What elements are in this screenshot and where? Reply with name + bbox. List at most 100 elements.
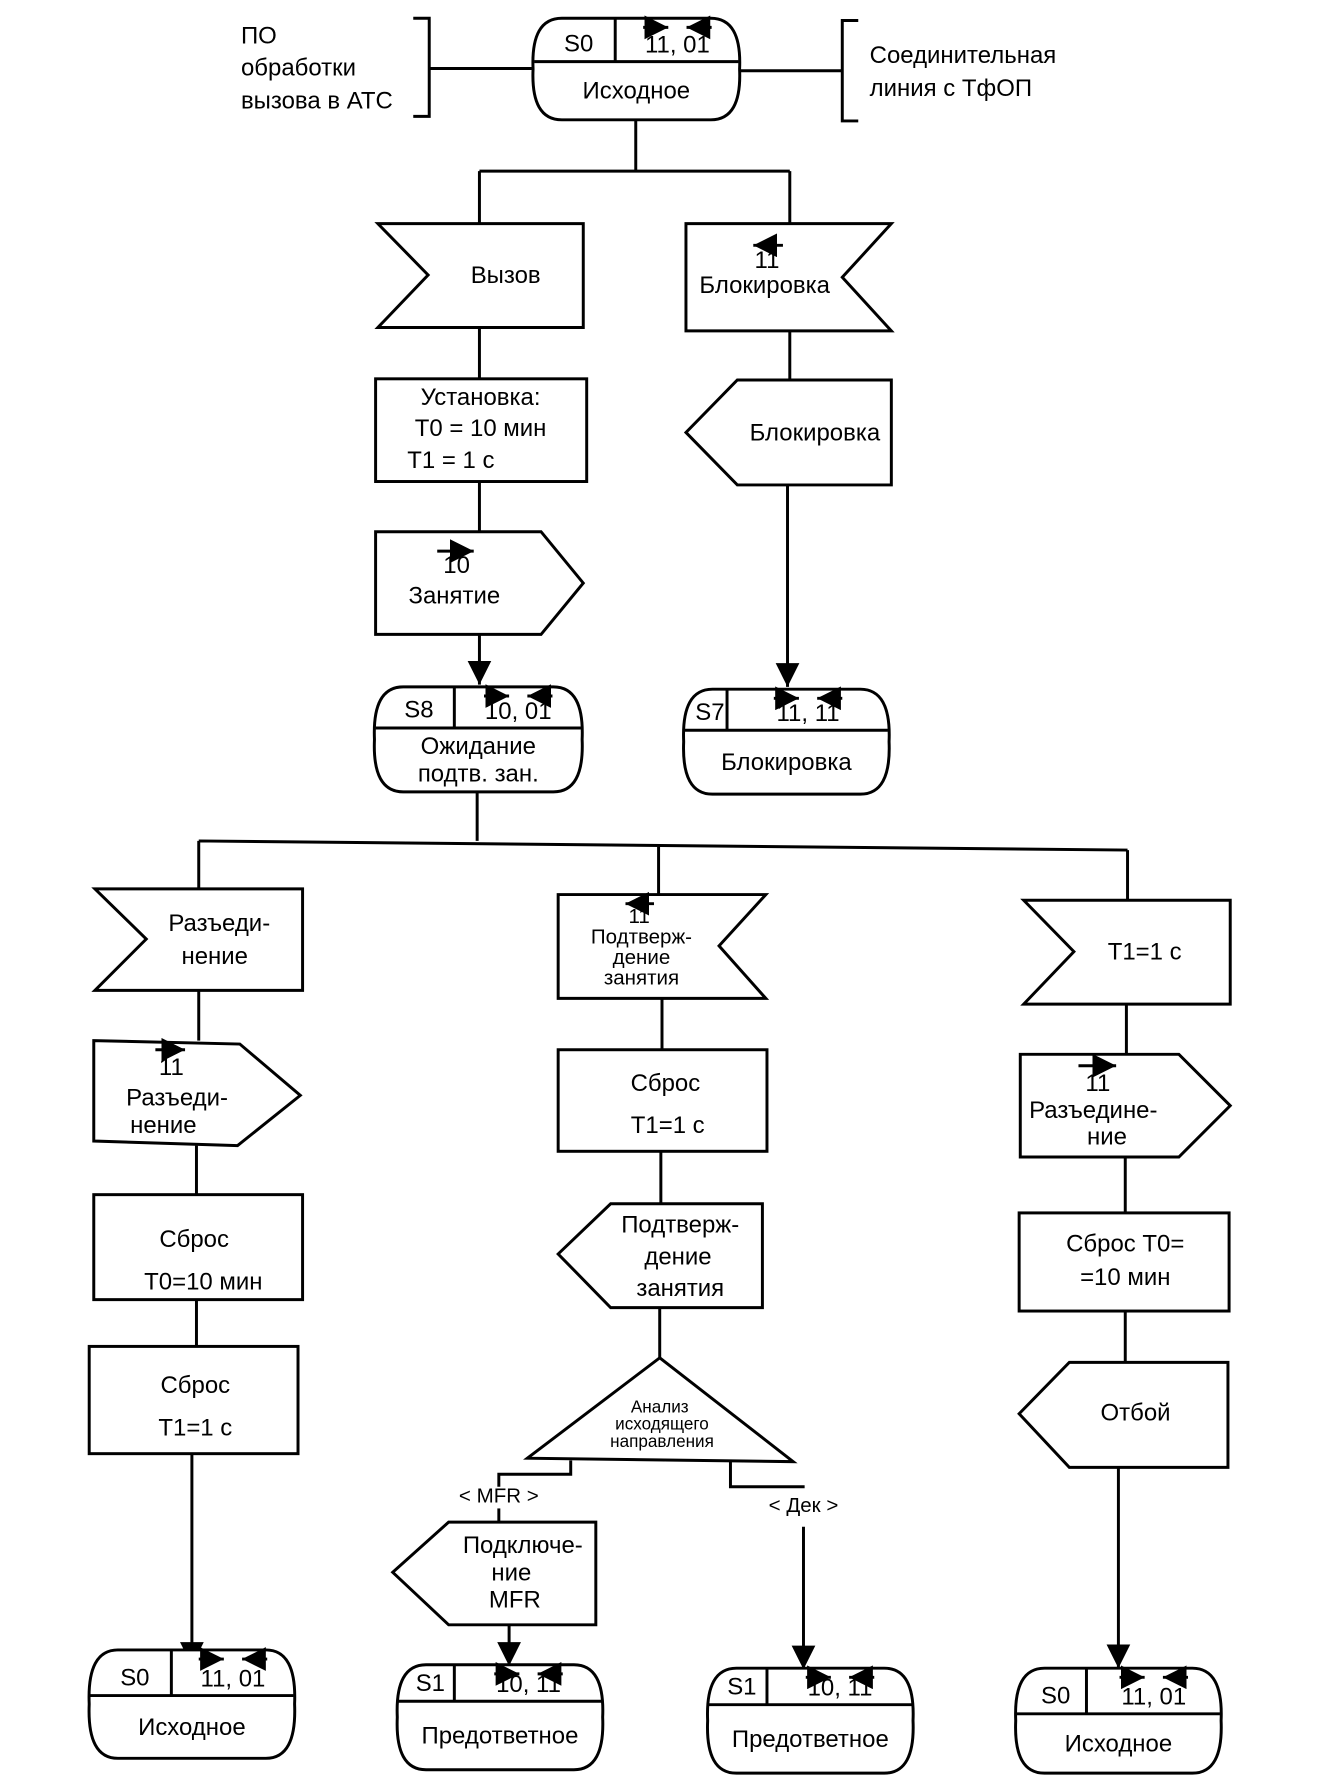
signal-code: 11: [1085, 1070, 1110, 1097]
signal-code: 10: [443, 552, 470, 579]
annotation-line: Соединительная: [870, 42, 1057, 69]
state-outline: [87, 1648, 297, 1760]
state-name: Предответное: [732, 1726, 889, 1753]
output-signal-confirm[interactable]: Подтверж- дение занятия: [556, 1202, 764, 1310]
branch-label-mfr: < MFR >: [459, 1485, 539, 1508]
output-signal-release-left[interactable]: 11 Разъеди- нение: [92, 1037, 303, 1148]
task-set-timers[interactable]: Установка: T0 = 10 мин T1 = 1 с: [374, 377, 589, 483]
node-label: T1=1 с: [631, 1112, 705, 1139]
node-label: направления: [610, 1432, 714, 1451]
state-signals: 11, 01: [1121, 1684, 1186, 1711]
state-name: Исходное: [1065, 1730, 1173, 1757]
state-s0-initial-left[interactable]: S0 11, 01 Исходное: [87, 1647, 297, 1760]
input-signal-release[interactable]: Разъеди- нение: [91, 887, 305, 992]
output-signal-seize[interactable]: 10 Занятие: [374, 530, 586, 636]
output-signal-block[interactable]: Блокировка: [683, 378, 893, 487]
signal-code: 11: [755, 247, 780, 274]
decision-outgoing-direction[interactable]: Анализ исходящего направления: [523, 1355, 798, 1464]
connector: [197, 791, 1130, 901]
node-label: Блокировка: [750, 419, 881, 446]
state-name: Предответное: [422, 1722, 579, 1749]
connector: [477, 118, 792, 224]
node-label: Занятие: [408, 583, 500, 610]
annotation-line: ПО: [241, 22, 277, 49]
node-label: Сброс: [159, 1226, 229, 1253]
state-id: S0: [120, 1664, 149, 1691]
state-signals: 10, 01: [485, 698, 552, 725]
node-label: MFR: [489, 1587, 541, 1614]
node-label: Анализ: [631, 1398, 689, 1417]
output-signal-release-right[interactable]: 11 Разъедине- ние: [1018, 1052, 1233, 1159]
input-signal-block[interactable]: 11 Блокировка: [684, 222, 895, 333]
node-label: нение: [181, 943, 247, 970]
right-bracket: [840, 19, 859, 123]
connector: [728, 1461, 805, 1489]
state-name: Блокировка: [721, 749, 852, 776]
input-signal-call[interactable]: Вызов: [374, 222, 585, 329]
node-label: дение: [613, 946, 671, 969]
output-signal-clear[interactable]: Отбой: [1017, 1360, 1230, 1469]
node-label: Подтверж-: [621, 1211, 739, 1238]
state-name: Ожидание: [421, 733, 536, 760]
state-signals: 11, 11: [777, 700, 840, 727]
signal-code: 11: [629, 905, 650, 928]
node-label: дение: [644, 1243, 711, 1270]
branch-label-dek: < Дек >: [769, 1494, 839, 1517]
node-label: T0 = 10 мин: [415, 415, 547, 442]
state-name: Исходное: [138, 1714, 246, 1741]
node-label: Вызов: [471, 262, 541, 289]
node-label: Подтверж-: [591, 926, 692, 949]
state-signals: 11, 01: [645, 31, 710, 58]
input-signal-confirm[interactable]: 11 Подтверж- дение занятия: [556, 891, 770, 1000]
task-reset-t0-left[interactable]: Сброс T0=10 мин: [92, 1193, 305, 1302]
node-label: T1=1 с: [1108, 939, 1182, 966]
state-outline: [1014, 1666, 1223, 1775]
node-label: T1=1 с: [158, 1414, 232, 1441]
node-label: T1 = 1 с: [407, 447, 494, 474]
node-label: ние: [491, 1559, 531, 1586]
node-label: ние: [1087, 1123, 1127, 1150]
state-outline: [531, 16, 742, 122]
node-label: исходящего: [615, 1415, 709, 1434]
node-label: Отбой: [1101, 1400, 1171, 1427]
node-label: нение: [130, 1112, 196, 1139]
input-timer-t1[interactable]: T1=1 с: [1020, 898, 1232, 1006]
node-label: =10 мин: [1080, 1264, 1170, 1291]
state-id: S1: [416, 1670, 445, 1697]
task-reset-t1-mid[interactable]: Сброс T1=1 с: [556, 1048, 769, 1153]
node-label: Разъеди-: [126, 1085, 228, 1112]
node-label: Сброс: [631, 1070, 701, 1097]
state-id: S0: [564, 30, 593, 57]
annotation-line: линия с ТфОП: [870, 75, 1032, 102]
node-label: Сброс T0=: [1066, 1231, 1184, 1258]
signal-code: 11: [159, 1054, 184, 1081]
state-outline: [682, 687, 891, 796]
state-outline: [372, 685, 584, 794]
left-bracket: [413, 16, 431, 118]
node-label: Разъедине-: [1029, 1097, 1157, 1124]
annotation-line: обработки: [241, 54, 356, 81]
state-signals: 11, 01: [201, 1665, 266, 1692]
task-reset-t0-right[interactable]: Сброс T0= =10 мин: [1017, 1211, 1231, 1313]
connector: [497, 1460, 573, 1487]
state-name: подтв. зан.: [418, 761, 539, 788]
state-s7-blocked[interactable]: S7 11, 11 Блокировка: [682, 686, 891, 796]
state-s0-initial-right[interactable]: S0 11, 01 Исходное: [1014, 1665, 1223, 1775]
node-label: Разъеди-: [168, 910, 270, 937]
annotation-line: вызова в АТС: [241, 87, 393, 114]
task-reset-t1-left[interactable]: Сброс T1=1 с: [87, 1344, 300, 1456]
state-id: S1: [727, 1673, 756, 1700]
state-id: S0: [1041, 1683, 1070, 1710]
state-id: S7: [695, 699, 724, 726]
node-label: T0=10 мин: [144, 1268, 262, 1295]
node-label: занятия: [604, 967, 679, 990]
state-id: S8: [404, 697, 433, 724]
output-connect-mfr[interactable]: Подключе- ние MFR: [390, 1520, 598, 1627]
state-outline: [706, 1666, 915, 1775]
node-label: Сброс: [161, 1372, 231, 1399]
